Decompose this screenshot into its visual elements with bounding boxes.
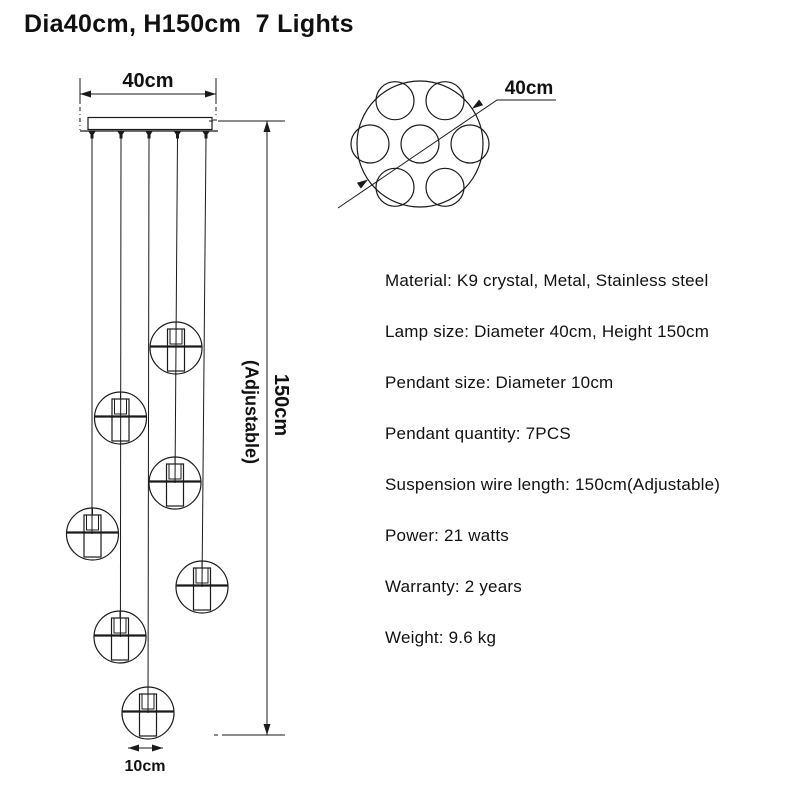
- canopy-width-label: 40cm: [122, 70, 173, 92]
- pendant: [148, 456, 202, 510]
- height-adjustable-label: (Adjustable): [242, 360, 262, 464]
- wire-connectors: [88, 131, 210, 139]
- spec-line-pendant-qty: Pendant quantity: 7PCS: [385, 424, 571, 443]
- spec-line-power: Power: 21 watts: [385, 526, 509, 545]
- pendant: [149, 321, 203, 375]
- height-dimension: 150cm (Adjustable): [209, 120, 292, 736]
- spec-list: Material: K9 crystal, Metal, Stainless s…: [385, 272, 720, 680]
- canopy-width-dimension: 40cm: [79, 70, 217, 130]
- spec-line-wire-length: Suspension wire length: 150cm(Adjustable…: [385, 475, 721, 494]
- top-view: 40cm: [337, 78, 556, 209]
- pendant: [93, 610, 147, 664]
- pendant-diameter-dimension: 10cm: [125, 744, 166, 775]
- spec-line-warranty: Warranty: 2 years: [385, 577, 522, 596]
- pendant: [121, 686, 175, 740]
- pendant-positions: [350, 81, 490, 207]
- ceiling-canopy: [80, 116, 219, 132]
- top-view-diameter-label: 40cm: [505, 78, 554, 99]
- spec-line-pendant-size: Pendant size: Diameter 10cm: [385, 373, 614, 392]
- suspension-wires: [91, 137, 207, 714]
- spec-line-weight: Weight: 9.6 kg: [385, 628, 497, 647]
- elevation-view: 40cm: [65, 70, 292, 775]
- pendant-globes: [65, 321, 229, 740]
- pendant-diameter-label: 10cm: [125, 758, 166, 775]
- canopy-outline-circle: [356, 80, 484, 208]
- height-dimension-label: 150cm: [270, 374, 292, 436]
- spec-line-lamp-size: Lamp size: Diameter 40cm, Height 150cm: [385, 322, 710, 341]
- pendant: [65, 507, 120, 561]
- diameter-dimension: 40cm: [337, 78, 556, 209]
- pendant: [93, 391, 148, 445]
- page-title: Dia40cm, H150cm 7 Lights: [24, 10, 354, 38]
- spec-line-material: Material: K9 crystal, Metal, Stainless s…: [385, 271, 709, 290]
- pendant: [175, 560, 229, 614]
